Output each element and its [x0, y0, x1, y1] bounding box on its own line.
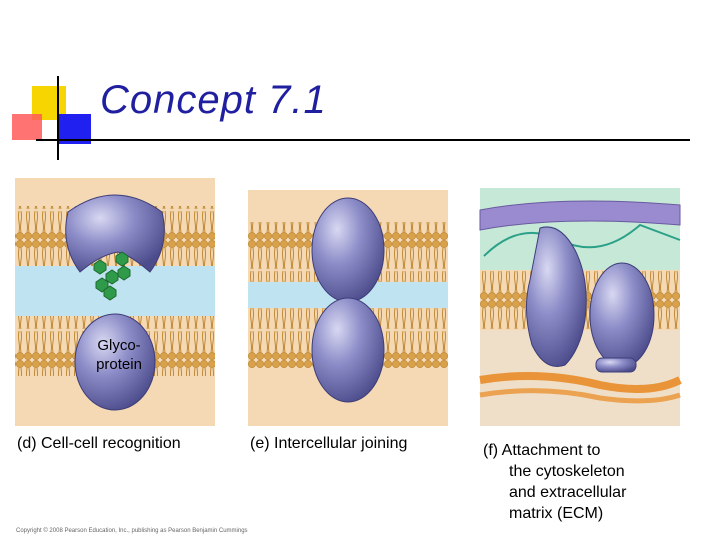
- copyright-notice: Copyright © 2008 Pearson Education, Inc.…: [16, 528, 248, 534]
- sugar-chain-icon: [93, 251, 131, 301]
- slide-title: Concept 7.1: [100, 78, 327, 122]
- panel-f: [479, 188, 682, 426]
- caption-panel-f-line3: and extracellular: [509, 484, 627, 501]
- caption-panel-f-line2: the cytoskeleton: [509, 463, 625, 480]
- caption-panel-f: (f) Attachment to the cytoskeleton and e…: [483, 440, 683, 524]
- caption-panel-f-line1: (f) Attachment to: [483, 442, 601, 459]
- cytoskeleton-fiber-icon: [479, 200, 681, 231]
- caption-panel-e: (e) Intercellular joining: [250, 435, 408, 452]
- integrin-partner-icon: [589, 262, 655, 368]
- glycoprotein-lower-icon: [74, 313, 156, 411]
- glycoprotein-label: Glyco- protein: [84, 336, 154, 374]
- panel-d: [15, 178, 215, 426]
- integrin-icon: [525, 226, 587, 367]
- caption-panel-f-line4: matrix (ECM): [509, 505, 604, 522]
- glycoprotein-icon: [65, 194, 165, 273]
- caption-panel-d: (d) Cell-cell recognition: [17, 435, 181, 452]
- glycoprotein-label-line1: Glyco-: [97, 337, 141, 354]
- junction-protein-icon: [311, 197, 385, 303]
- panel-e: [248, 190, 448, 426]
- glycoprotein-label-line2: protein: [96, 356, 142, 373]
- junction-protein-lower-icon: [311, 297, 385, 403]
